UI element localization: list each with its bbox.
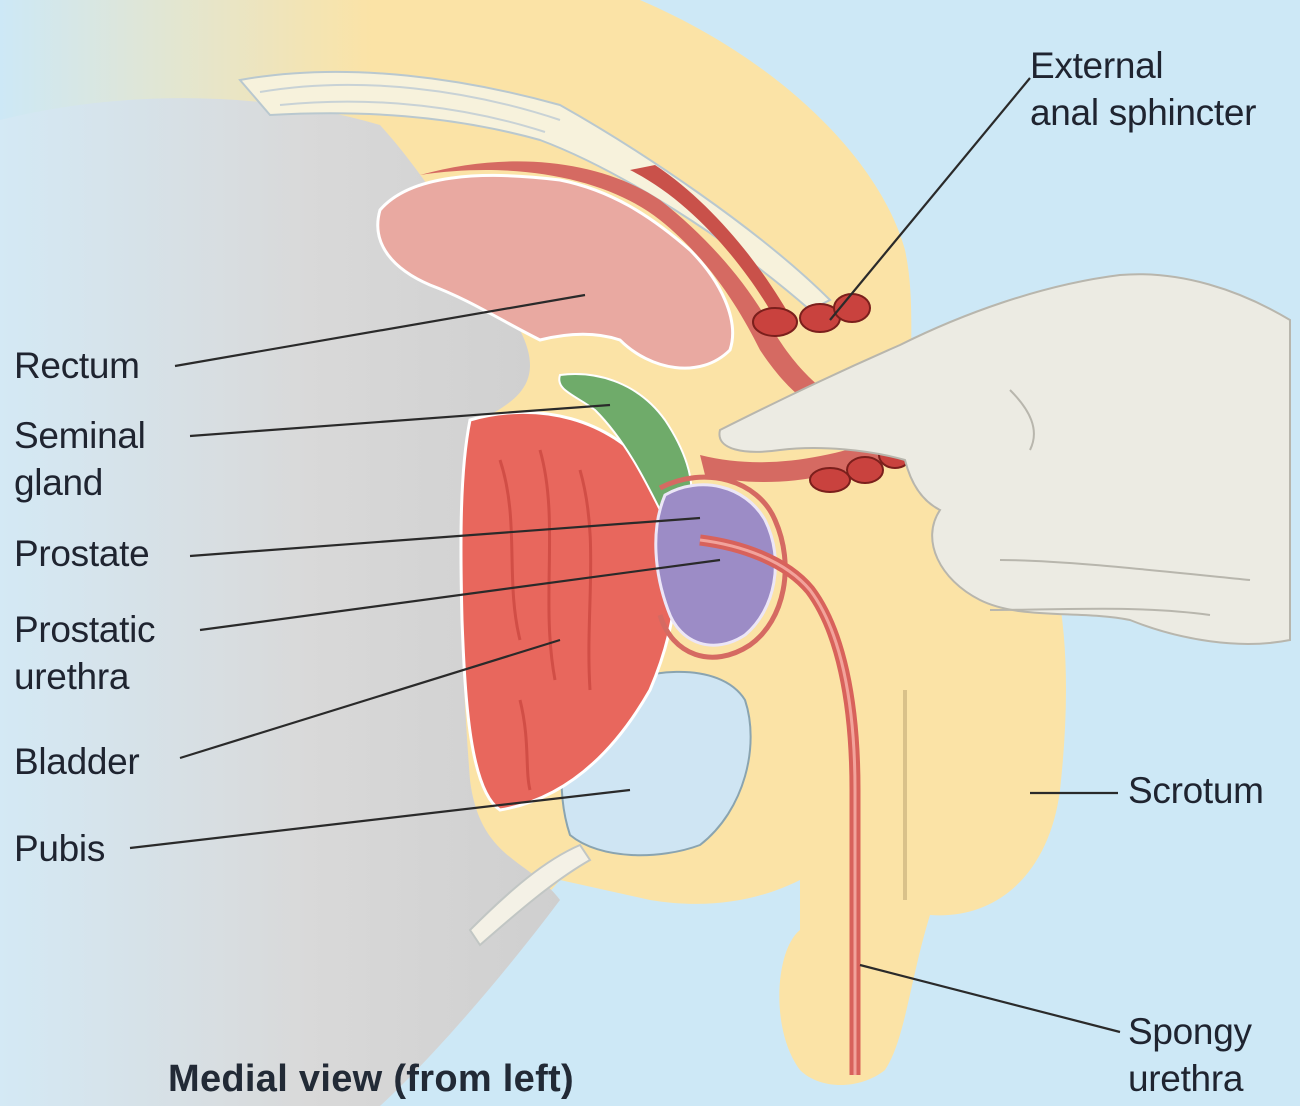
label-external-anal-sphincter: External anal sphincter xyxy=(1030,42,1256,136)
label-rectum: Rectum xyxy=(14,342,140,389)
diagram-caption: Medial view (from left) xyxy=(168,1058,574,1101)
label-prostate: Prostate xyxy=(14,530,149,577)
label-external-anal-sphincter-line2: anal sphincter xyxy=(1030,89,1256,136)
prostate-shape xyxy=(656,485,776,645)
label-seminal-gland-line2: gland xyxy=(14,459,146,506)
label-seminal-gland: Seminal gland xyxy=(14,412,146,506)
label-scrotum: Scrotum xyxy=(1128,767,1264,814)
label-bladder: Bladder xyxy=(14,738,139,785)
label-prostatic-urethra: Prostatic urethra xyxy=(14,606,155,700)
label-prostatic-urethra-line2: urethra xyxy=(14,653,155,700)
label-pubis: Pubis xyxy=(14,825,105,872)
label-spongy-urethra: Spongy urethra xyxy=(1128,1008,1252,1102)
label-prostatic-urethra-line1: Prostatic xyxy=(14,606,155,653)
label-external-anal-sphincter-line1: External xyxy=(1030,42,1256,89)
label-spongy-urethra-line2: urethra xyxy=(1128,1055,1252,1102)
label-spongy-urethra-line1: Spongy xyxy=(1128,1008,1252,1055)
label-seminal-gland-line1: Seminal xyxy=(14,412,146,459)
